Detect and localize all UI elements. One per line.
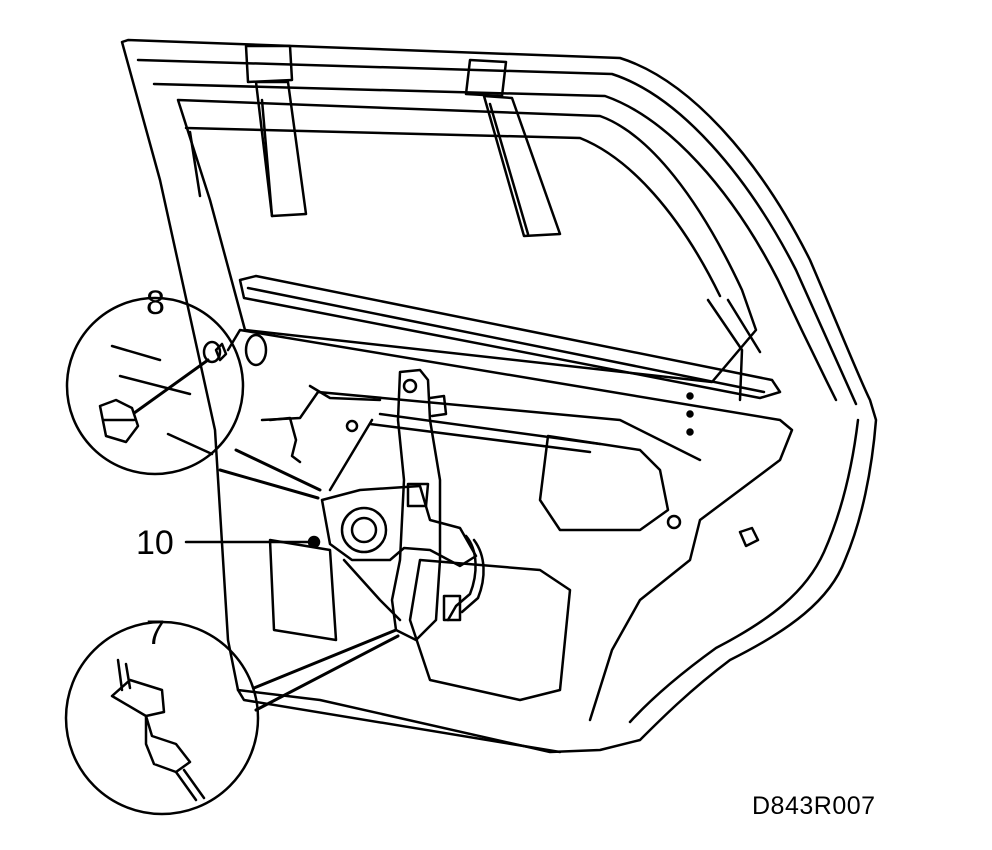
belt-channel [238,274,782,402]
glass-guide-clamp-left [244,44,308,218]
figure-reference-code: D843R007 [752,792,876,820]
callout-label-7: 7 [146,614,165,652]
callout-label-10: 10 [136,524,174,562]
callout-label-8: 8 [146,284,165,322]
door-outer-shell [120,38,878,754]
leader-line-10 [184,535,321,549]
regulator-rail [328,368,602,642]
detail-circle-8 [65,296,322,500]
window-motor [320,482,485,622]
detail-circle-7 [64,620,400,816]
glass-guide-clamp-right [464,58,562,238]
wire-harness [268,384,382,464]
window-glass [176,98,758,384]
